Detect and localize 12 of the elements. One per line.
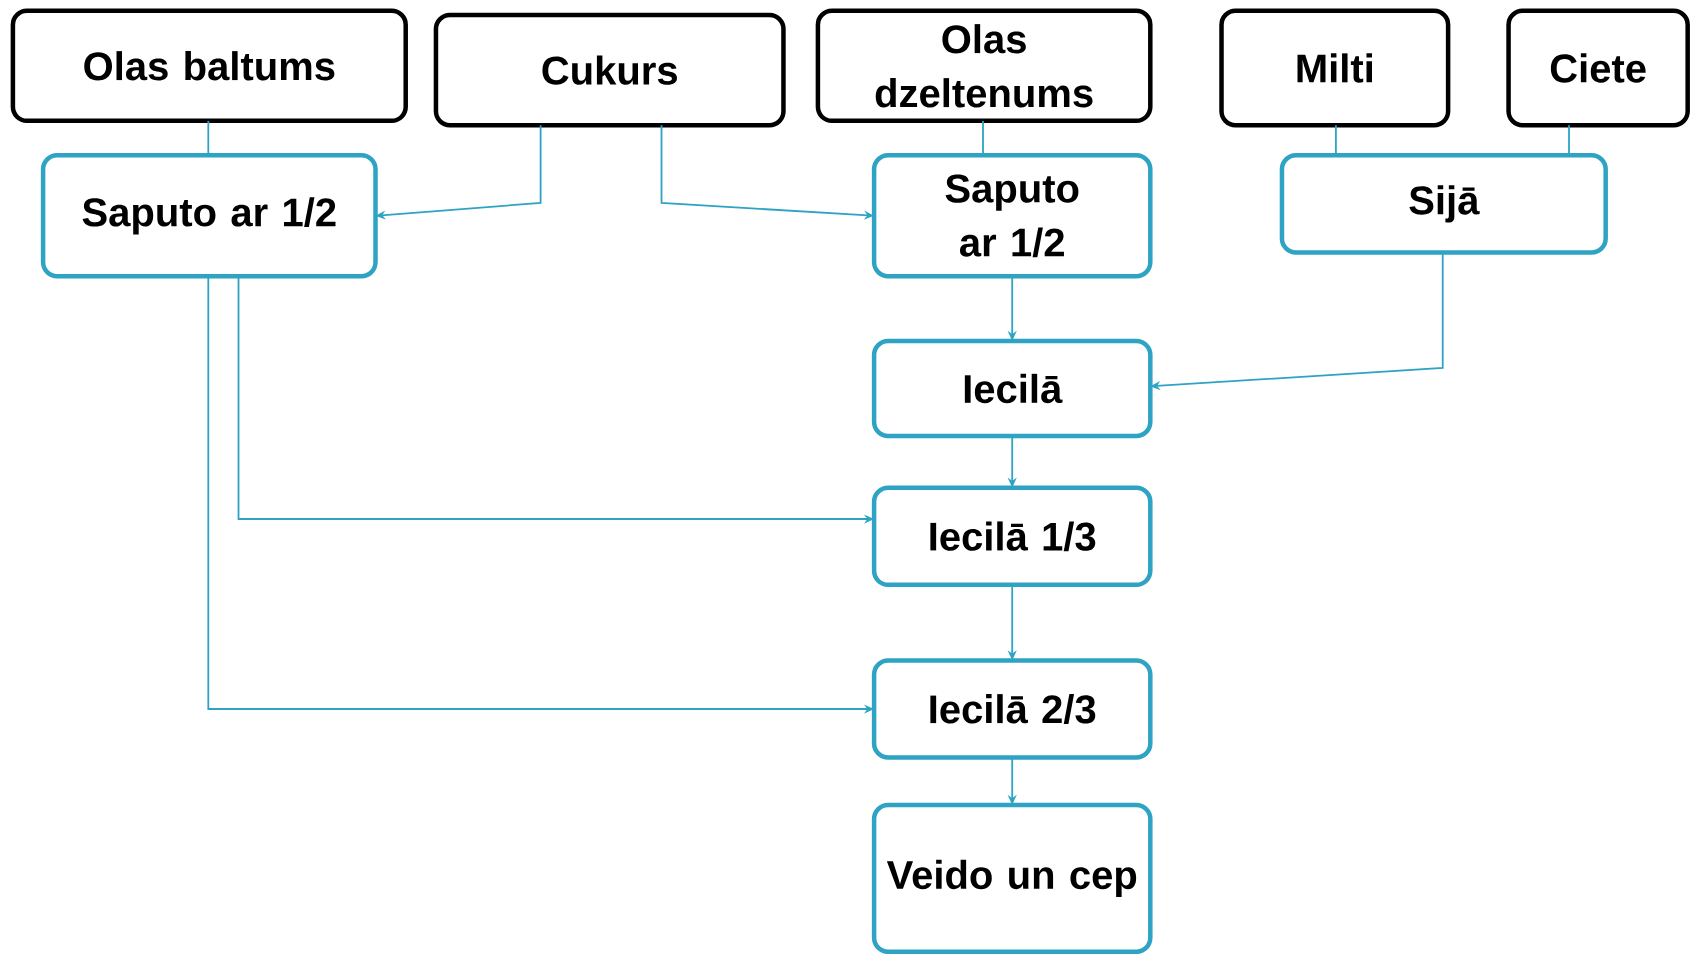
ingredient-box: Milti — [1219, 8, 1451, 128]
step-box: Iecilā 1/3 — [871, 485, 1153, 588]
step-box: Iecilā — [871, 338, 1153, 439]
step-box: Veido un cep — [871, 802, 1153, 954]
step-box: Saputo ar 1/2 — [40, 153, 378, 279]
ingredient-box: Cukurs — [433, 12, 786, 128]
step-box: Sijā — [1279, 153, 1608, 255]
step-box: Iecilā 2/3 — [871, 658, 1153, 760]
ingredient-box: Ciete — [1506, 8, 1690, 128]
step-box: Saputo ar 1/2 — [871, 153, 1153, 279]
ingredient-box: Olas baltums — [10, 8, 408, 124]
ingredient-box: Olas dzeltenums — [815, 8, 1153, 124]
